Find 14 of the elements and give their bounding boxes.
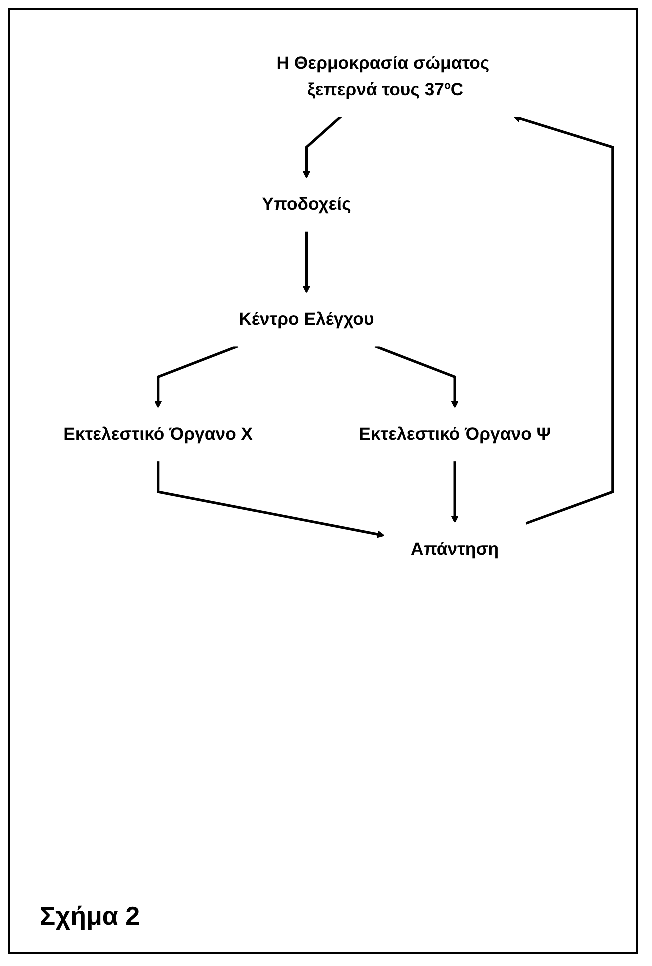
node-text: Κέντρο Ελέγχου	[239, 310, 374, 330]
node-text: Απάντηση	[411, 540, 500, 560]
arrow	[374, 345, 459, 408]
arrow	[302, 116, 342, 179]
node-text: Υποδοχείς	[262, 195, 352, 215]
node-text: Η Θερμοκρασία σώματος ξεπερνά τους 37ºC	[276, 54, 490, 100]
arrow	[451, 461, 459, 524]
arrow	[154, 345, 239, 408]
arrow	[157, 461, 385, 538]
arrow	[513, 114, 614, 526]
arrow	[302, 231, 311, 294]
caption: Σχήμα 2	[40, 901, 140, 932]
node-text: Εκτελεστικό Όργανο Χ	[64, 424, 254, 444]
node-text: Εκτελεστικό Όργανο Ψ	[359, 424, 552, 444]
